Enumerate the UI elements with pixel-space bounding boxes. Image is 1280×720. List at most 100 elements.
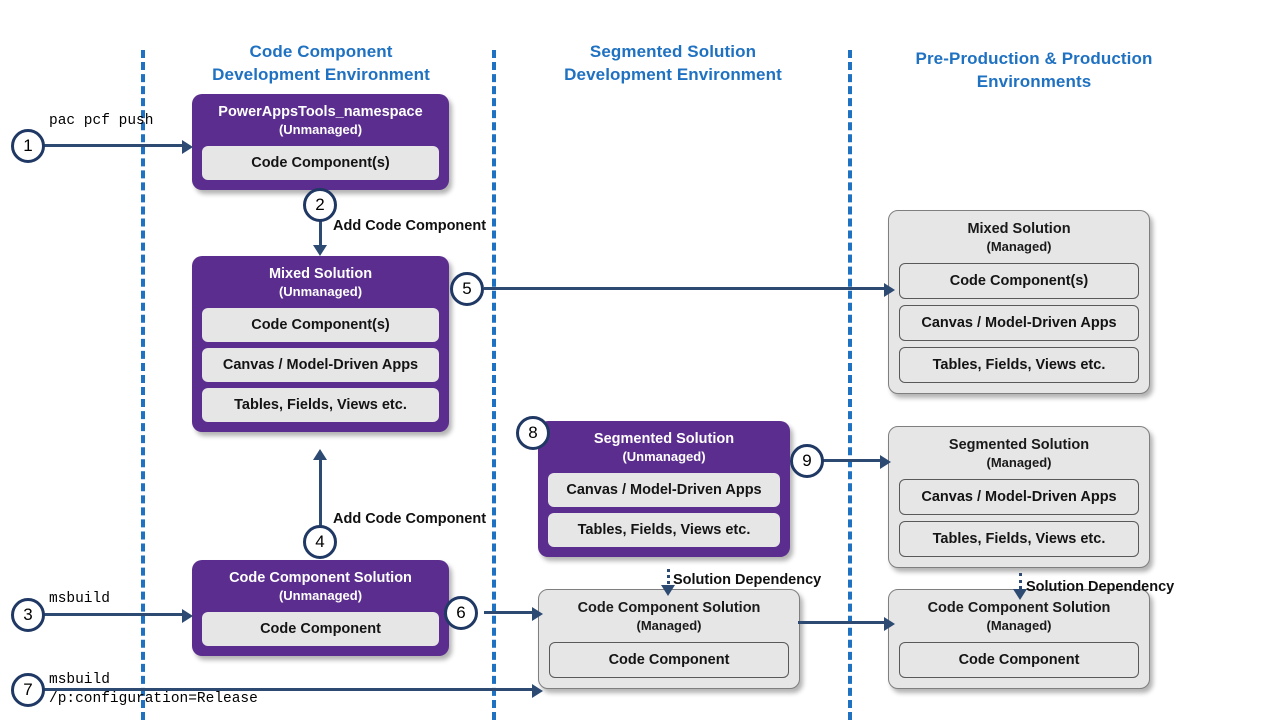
- box-title-text: Segmented Solution: [948, 437, 1090, 453]
- connector-step7-line: [44, 688, 536, 691]
- step-number: 2: [315, 195, 325, 214]
- connector-solution-dependency-prod-arrowhead: [1013, 589, 1027, 600]
- box-title: Code Component Solution (Managed): [899, 598, 1139, 636]
- box-item-code-component: Code Component: [549, 642, 789, 678]
- box-item-code-component: Code Component: [899, 642, 1139, 678]
- lane-title-preprod-prod: Pre-Production & Production Environments: [870, 47, 1198, 93]
- step-circle-6[interactable]: 6: [444, 596, 478, 630]
- label-add-code-component-top: Add Code Component: [333, 218, 487, 234]
- step-number: 4: [315, 532, 325, 551]
- step-number: 3: [23, 605, 33, 624]
- box-subtitle: (Managed): [636, 618, 702, 633]
- step-number: 5: [462, 279, 472, 298]
- label-solution-dependency-prod: Solution Dependency: [1026, 579, 1175, 595]
- box-subtitle: (Managed): [986, 618, 1052, 633]
- connector-step1-line: [44, 144, 184, 147]
- box-item-tables-fields-views: Tables, Fields, Views etc.: [899, 521, 1139, 557]
- box-title: Mixed Solution (Managed): [899, 219, 1139, 257]
- connector-solution-dependency-prod-line: [1019, 573, 1022, 595]
- box-segmented-solution-managed: Segmented Solution (Managed) Canvas / Mo…: [888, 426, 1150, 568]
- lane-divider-2: [492, 50, 496, 720]
- box-code-component-solution-managed-dev: Code Component Solution (Managed) Code C…: [538, 589, 800, 689]
- connector-step5-line: [484, 287, 888, 290]
- command-msbuild: msbuild: [49, 591, 110, 607]
- connector-ccs-dev-to-prod-arrowhead: [884, 617, 895, 631]
- step-circle-4[interactable]: 4: [303, 525, 337, 559]
- step-circle-5[interactable]: 5: [450, 272, 484, 306]
- connector-step1-arrowhead: [182, 140, 193, 154]
- box-item-code-components: Code Component(s): [202, 146, 439, 180]
- label-solution-dependency-dev: Solution Dependency: [673, 572, 822, 588]
- box-title: Segmented Solution (Managed): [899, 435, 1139, 473]
- box-item-tables-fields-views: Tables, Fields, Views etc.: [548, 513, 780, 547]
- box-title: Code Component Solution (Managed): [549, 598, 789, 636]
- box-item-code-components: Code Component(s): [899, 263, 1139, 299]
- step-number: 7: [23, 680, 33, 699]
- step-number: 6: [456, 603, 466, 622]
- connector-step2-arrowhead: [313, 245, 327, 256]
- box-code-component-solution-unmanaged: Code Component Solution (Unmanaged) Code…: [192, 560, 449, 656]
- connector-step6-line: [484, 611, 536, 614]
- box-title: Code Component Solution (Unmanaged): [202, 568, 439, 606]
- connector-solution-dependency-dev-arrowhead: [661, 585, 675, 596]
- box-subtitle: (Unmanaged): [278, 588, 363, 603]
- box-subtitle: (Managed): [986, 239, 1052, 254]
- box-subtitle: (Unmanaged): [278, 284, 363, 299]
- lane-title-line2: Environments: [976, 72, 1092, 91]
- box-segmented-solution-unmanaged: Segmented Solution (Unmanaged) Canvas / …: [538, 421, 790, 557]
- box-title: Segmented Solution (Unmanaged): [548, 429, 780, 467]
- command-line1: msbuild: [49, 672, 110, 688]
- step-circle-9[interactable]: 9: [790, 444, 824, 478]
- step-circle-3[interactable]: 3: [11, 598, 45, 632]
- box-subtitle: (Managed): [986, 455, 1052, 470]
- box-item-canvas-model-driven-apps: Canvas / Model-Driven Apps: [548, 473, 780, 507]
- box-item-code-components: Code Component(s): [202, 308, 439, 342]
- step-number: 1: [23, 136, 33, 155]
- box-title-text: PowerAppsTools_namespace: [218, 104, 423, 120]
- command-pac-pcf-push: pac pcf push: [49, 113, 154, 129]
- step-circle-8[interactable]: 8: [516, 416, 550, 450]
- connector-solution-dependency-dev-line: [667, 569, 670, 590]
- lane-title-line2: Development Environment: [212, 65, 430, 84]
- box-title-text: Segmented Solution: [593, 431, 735, 447]
- connector-step2-line: [319, 200, 322, 247]
- connector-ccs-dev-to-prod-line: [798, 621, 888, 624]
- box-title-text: Mixed Solution: [967, 221, 1071, 237]
- lane-title-line1: Code Component: [249, 42, 393, 61]
- lane-title-segmented-solution: Segmented Solution Development Environme…: [513, 40, 833, 86]
- box-item-code-component: Code Component: [202, 612, 439, 646]
- box-title-text: Code Component Solution: [229, 570, 412, 586]
- connector-step3-line: [44, 613, 184, 616]
- step-circle-2[interactable]: 2: [303, 188, 337, 222]
- box-title: Mixed Solution (Unmanaged): [202, 264, 439, 302]
- connector-step9-arrowhead: [880, 455, 891, 469]
- box-mixed-solution-unmanaged: Mixed Solution (Unmanaged) Code Componen…: [192, 256, 449, 432]
- lane-title-code-component: Code Component Development Environment: [163, 40, 479, 86]
- lane-divider-3: [848, 50, 852, 720]
- connector-step7-arrowhead: [532, 684, 543, 698]
- box-item-canvas-model-driven-apps: Canvas / Model-Driven Apps: [899, 479, 1139, 515]
- connector-step4-arrowhead: [313, 449, 327, 460]
- box-mixed-solution-managed: Mixed Solution (Managed) Code Component(…: [888, 210, 1150, 394]
- box-title-text: Mixed Solution: [268, 266, 373, 282]
- box-code-component-solution-managed-prod: Code Component Solution (Managed) Code C…: [888, 589, 1150, 689]
- lane-title-line2: Development Environment: [564, 65, 782, 84]
- box-title-text: Code Component Solution: [577, 600, 761, 616]
- box-subtitle: (Unmanaged): [622, 449, 706, 464]
- label-add-code-component-bottom: Add Code Component: [333, 511, 487, 527]
- step-circle-7[interactable]: 7: [11, 673, 45, 707]
- lane-divider-1: [141, 50, 145, 720]
- box-title-text: Code Component Solution: [927, 600, 1111, 616]
- box-item-canvas-model-driven-apps: Canvas / Model-Driven Apps: [202, 348, 439, 382]
- connector-step6-arrowhead: [532, 607, 543, 621]
- box-item-canvas-model-driven-apps: Canvas / Model-Driven Apps: [899, 305, 1139, 341]
- connector-step3-arrowhead: [182, 609, 193, 623]
- connector-step9-line: [822, 459, 884, 462]
- box-powerappstools-namespace: PowerAppsTools_namespace (Unmanaged) Cod…: [192, 94, 449, 190]
- command-msbuild-release: msbuild: [49, 671, 110, 690]
- step-circle-1[interactable]: 1: [11, 129, 45, 163]
- lane-title-line1: Segmented Solution: [589, 42, 757, 61]
- box-item-tables-fields-views: Tables, Fields, Views etc.: [899, 347, 1139, 383]
- step-number: 9: [802, 451, 812, 470]
